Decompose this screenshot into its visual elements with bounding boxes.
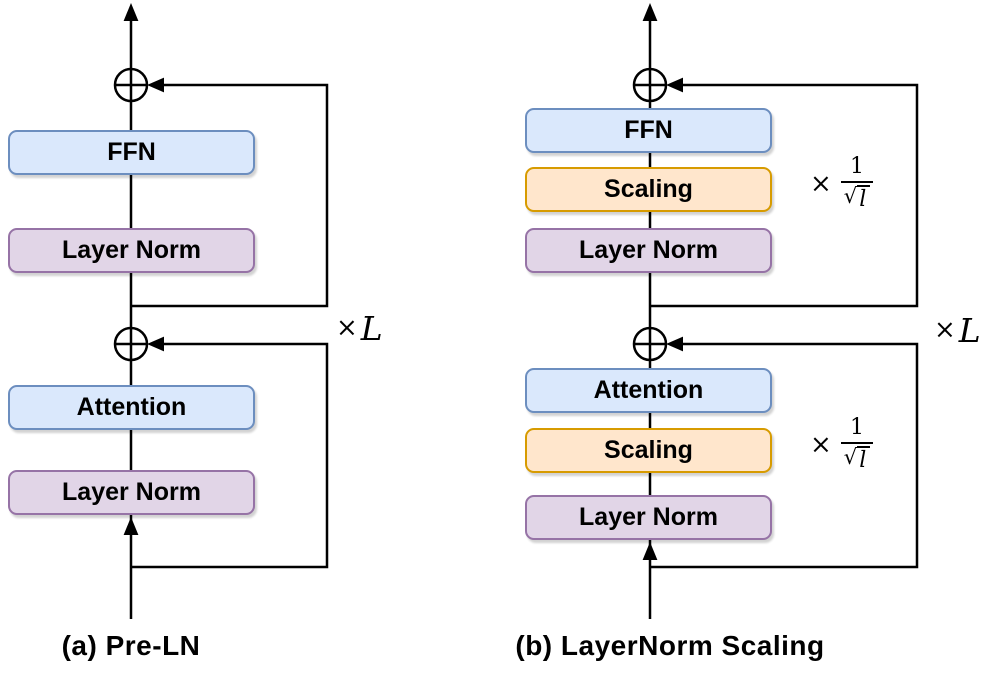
block-attention: Attention: [8, 385, 255, 430]
fraction-numerator: 1: [850, 414, 865, 440]
layers-variable: L: [958, 310, 981, 350]
left-upper-residual-path: [131, 83, 329, 308]
left-upper-residual-arrowhead: [147, 77, 164, 93]
right-input-arrowhead: [642, 542, 658, 560]
right-lower-residual-arrowhead: [666, 336, 683, 352]
lower-scale-factor-label: × 1 √ l: [810, 414, 874, 475]
block-ffn: FFN: [8, 130, 255, 175]
one-over-sqrt-l-fraction: 1 √ l: [840, 153, 874, 212]
repeat-times-l-label: × L: [934, 310, 981, 350]
caption-layernorm-scaling: (b) LayerNorm Scaling: [515, 630, 825, 661]
right-upper-residual-path: [650, 83, 919, 308]
times-symbol: ×: [934, 315, 956, 345]
block-layer-norm: Layer Norm: [8, 228, 255, 273]
right-lower-add-circle-icon: [632, 326, 668, 362]
caption-pre-ln: (a) Pre-LN: [61, 630, 201, 661]
left-upper-add-circle-icon: [113, 67, 149, 103]
layers-variable: L: [360, 308, 383, 348]
upper-scale-factor-label: × 1 √ l: [810, 153, 874, 214]
left-lower-residual-arrowhead: [147, 336, 164, 352]
times-symbol: ×: [336, 313, 358, 343]
left-lower-residual-path: [131, 342, 329, 569]
block-layer-norm: Layer Norm: [525, 495, 772, 540]
one-over-sqrt-l-fraction: 1 √ l: [840, 414, 874, 473]
fraction-numerator: 1: [850, 153, 865, 179]
right-upper-add-circle-icon: [632, 67, 668, 103]
fraction-denominator: √ l: [840, 441, 874, 473]
block-scaling: Scaling: [525, 167, 772, 212]
depth-variable: l: [857, 184, 871, 212]
times-symbol: ×: [810, 169, 832, 199]
fraction-denominator: √ l: [840, 180, 874, 212]
right-upper-residual-arrowhead: [666, 77, 683, 93]
sqrt-icon: √: [843, 183, 858, 208]
block-attention: Attention: [525, 368, 772, 413]
right-lower-residual-path: [650, 342, 919, 569]
left-input-arrowhead: [123, 517, 139, 535]
repeat-times-l-label: × L: [336, 308, 383, 348]
sqrt-icon: √: [843, 444, 858, 469]
block-layer-norm: Layer Norm: [525, 228, 772, 273]
left-lower-add-circle-icon: [113, 326, 149, 362]
depth-variable: l: [857, 445, 871, 473]
right-output-arrowhead: [642, 3, 658, 21]
block-layer-norm: Layer Norm: [8, 470, 255, 515]
times-symbol: ×: [810, 430, 832, 460]
block-scaling: Scaling: [525, 428, 772, 473]
block-ffn: FFN: [525, 108, 772, 153]
left-output-arrowhead: [123, 3, 139, 21]
